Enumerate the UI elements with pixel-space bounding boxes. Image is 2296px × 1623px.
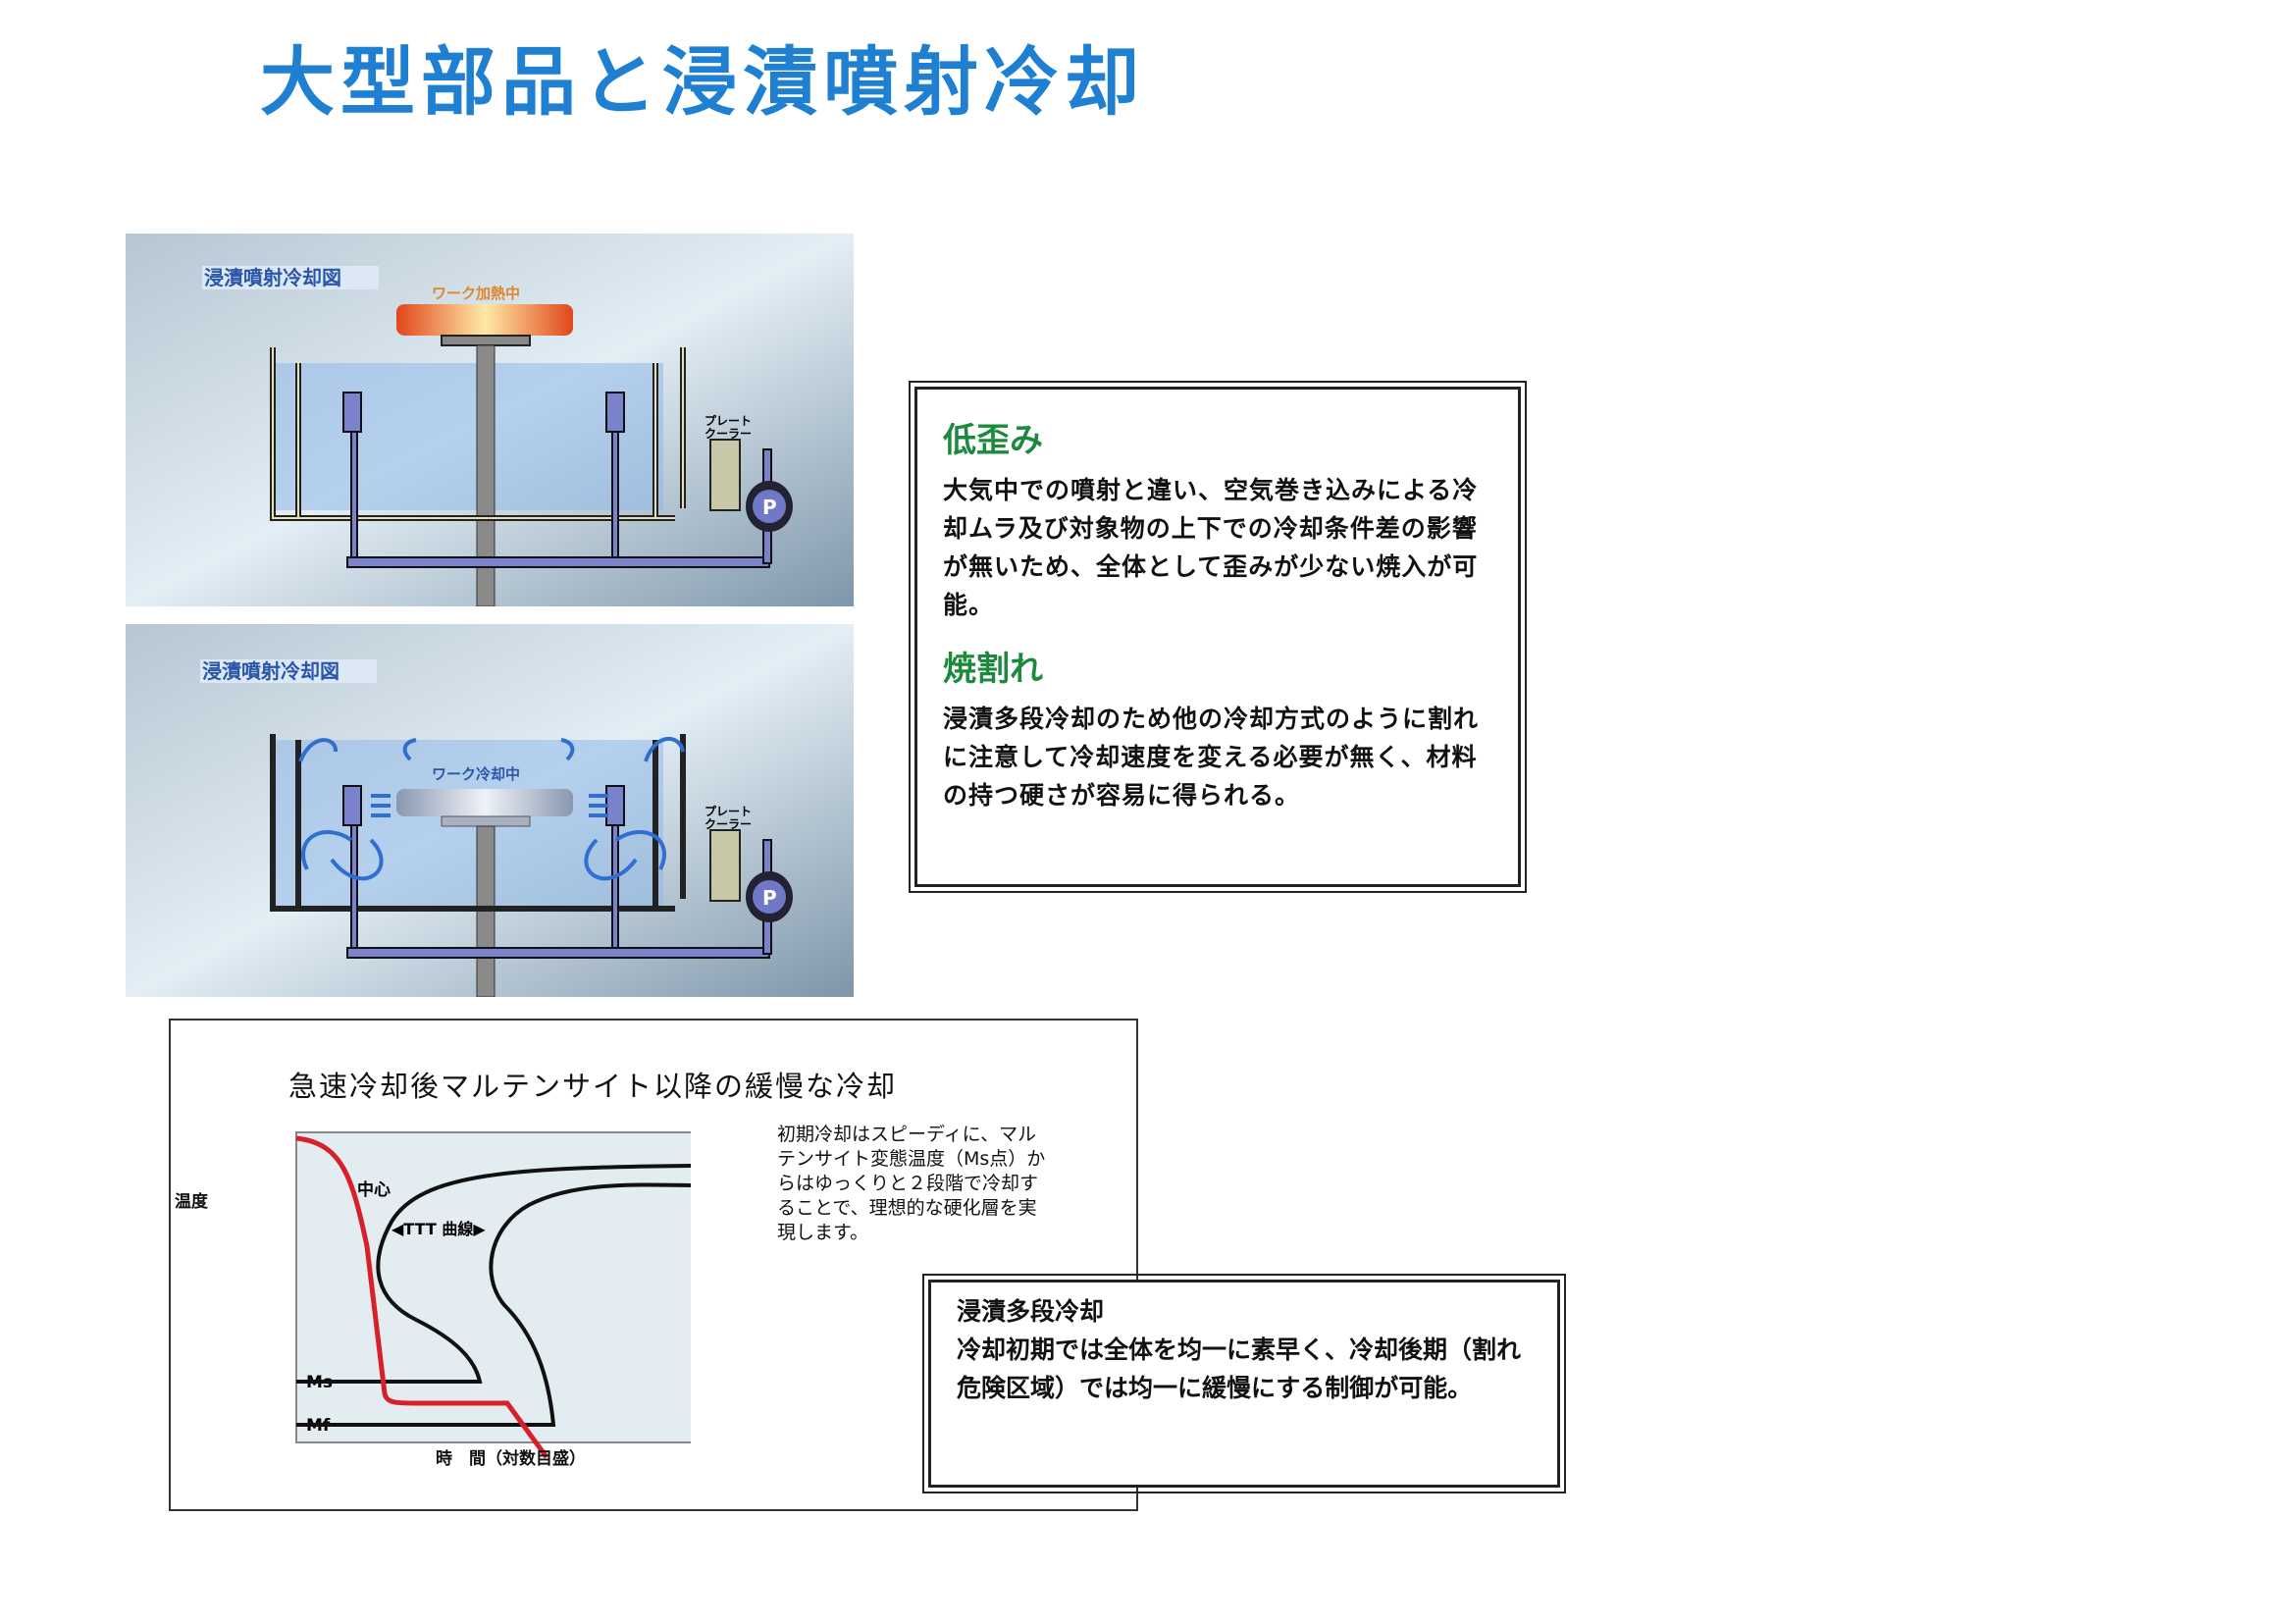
diagram-label: 浸漬噴射冷却図: [204, 266, 341, 289]
pump-label: P: [762, 886, 777, 910]
multistage-body: 冷却初期では全体を均一に素早く、冷却後期（割れ危険区域）では均一に緩慢にする制御…: [957, 1335, 1522, 1402]
multistage-heading: 浸漬多段冷却: [957, 1297, 1105, 1326]
pump-icon: [753, 880, 786, 914]
cooling-workpiece: [396, 789, 573, 816]
cooler-label-2: クーラー: [704, 817, 752, 831]
heated-workpiece: [396, 304, 573, 336]
cooler-label-1: プレート: [704, 413, 752, 428]
cooler-label-2: クーラー: [704, 427, 752, 441]
ttt-label: ◀TTT 曲線▶: [391, 1220, 486, 1238]
x-axis-label: 時 間（対数目盛）: [436, 1449, 586, 1469]
work-label: ワーク加熱中: [432, 285, 520, 302]
plate-cooler: [709, 439, 741, 511]
page-title: 大型部品と浸漬噴射冷却: [260, 38, 1145, 126]
y-axis-label: 温度: [175, 1192, 208, 1212]
center-label: 中心: [357, 1179, 391, 1200]
immersion-spray-diagram-heating: 浸漬噴射冷却図 ワーク加熱中 プレート クーラー P: [126, 234, 854, 606]
plate-cooler: [709, 829, 741, 902]
features-box: 低歪み 大気中での噴射と違い、空気巻き込みによる冷却ムラ及び対象物の上下での冷却…: [909, 381, 1527, 893]
diagram-label: 浸漬噴射冷却図: [202, 659, 339, 683]
chart-title: 急速冷却後マルテンサイト以降の緩慢な冷却: [288, 1070, 898, 1103]
work-label: ワーク冷却中: [432, 765, 520, 783]
multistage-cooling-box: 浸漬多段冷却 冷却初期では全体を均一に素早く、冷却後期（割れ危険区域）では均一に…: [922, 1274, 1566, 1493]
flow-arrows-icon: [298, 736, 685, 881]
feature-body-quench-crack: 浸漬多段冷却のため他の冷却方式のように割れに注意して冷却速度を変える必要が無く、…: [943, 705, 1480, 810]
chart-note: 初期冷却はスピーディに、マルテンサイト変態温度（Ms点）からはゆっくりと２段階で…: [777, 1124, 1046, 1243]
cooling-curve-chart: 温度 Ms Mf 中心 ◀TTT 曲線▶: [295, 1131, 691, 1459]
pump-label: P: [762, 496, 777, 519]
ttt-curve-end: [296, 1182, 691, 1427]
cooler-label-1: プレート: [704, 804, 752, 818]
ttt-curve-start: [296, 1164, 691, 1384]
feature-heading-quench-crack: 焼割れ: [943, 650, 1043, 689]
pump-icon: [753, 490, 786, 523]
feature-body-low-distortion: 大気中での噴射と違い、空気巻き込みによる冷却ムラ及び対象物の上下での冷却条件差の…: [943, 476, 1479, 619]
center-cooling-curve: [295, 1135, 549, 1459]
immersion-spray-diagram-cooling: 浸漬噴射冷却図 ワーク冷却中 プレート クーラー P: [126, 624, 854, 997]
feature-heading-low-distortion: 低歪み: [943, 421, 1043, 460]
